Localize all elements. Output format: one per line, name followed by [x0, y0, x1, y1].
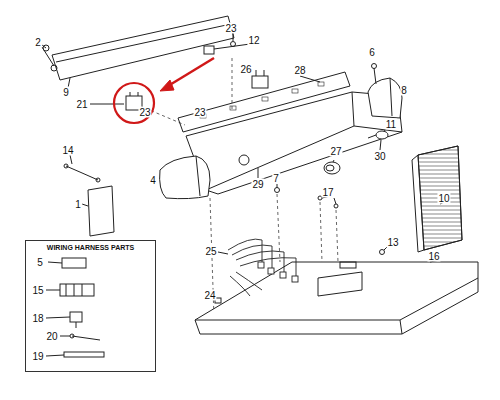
callout-number: 17	[321, 187, 334, 198]
callout-number: 11	[385, 119, 397, 130]
callout-number: 27	[329, 146, 342, 157]
callout-number: 15	[31, 285, 44, 296]
callout-number: 26	[239, 64, 252, 75]
callout-number: 6	[368, 47, 376, 58]
callout-number: 4	[149, 175, 157, 186]
callout-number: 19	[31, 351, 44, 362]
callout-number: 28	[293, 65, 306, 76]
callout-number: 2	[34, 37, 42, 48]
callout-number: 18	[31, 313, 44, 324]
callout-number: 13	[386, 237, 399, 248]
callout-number: 1	[74, 199, 82, 210]
callout-number: 21	[75, 99, 88, 110]
callout-number: 12	[247, 35, 260, 46]
callout-number: 30	[373, 151, 386, 162]
callout-number: 29	[251, 179, 264, 190]
callout-number: 23	[193, 107, 206, 118]
inset-box: WIRING HARNESS PARTS	[25, 240, 156, 372]
callout-number: 8	[400, 85, 408, 96]
callout-number: 24	[203, 290, 216, 301]
callout-number: 5	[36, 257, 44, 268]
callout-number: 23	[224, 23, 237, 34]
callout-number: 10	[437, 193, 450, 204]
callout-number: 25	[204, 246, 217, 257]
callout-number: 14	[61, 145, 74, 156]
inset-heading: WIRING HARNESS PARTS	[26, 241, 155, 251]
callout-number: 23	[138, 107, 151, 118]
callout-number: 16	[427, 251, 440, 262]
callout-number: 9	[62, 87, 70, 98]
callout-number: 7	[272, 173, 280, 184]
callout-number: 20	[45, 331, 58, 342]
